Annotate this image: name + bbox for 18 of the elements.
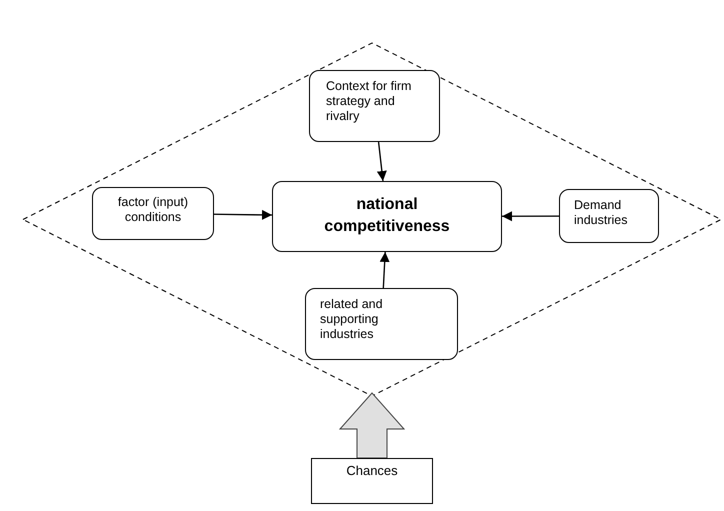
arrow xyxy=(502,211,559,222)
rounded-box xyxy=(92,187,214,240)
block-arrow xyxy=(338,392,406,458)
box-text: national competitiveness xyxy=(323,195,451,237)
box-text: related and supporting industries xyxy=(320,297,384,342)
box-text: factor (input) conditions xyxy=(116,195,190,225)
rounded-box xyxy=(559,189,659,243)
box-text: Chances xyxy=(345,463,399,478)
arrow xyxy=(214,210,272,220)
dashed-diamond xyxy=(22,42,722,397)
arrow xyxy=(380,252,390,288)
box-text: Demand industries xyxy=(574,198,628,228)
chances-box xyxy=(311,458,433,504)
box-text: Context for firm strategy and rivalry xyxy=(326,79,412,124)
arrow xyxy=(376,142,387,182)
rounded-box xyxy=(309,70,440,142)
rounded-box xyxy=(272,181,502,252)
rounded-box xyxy=(305,288,458,360)
